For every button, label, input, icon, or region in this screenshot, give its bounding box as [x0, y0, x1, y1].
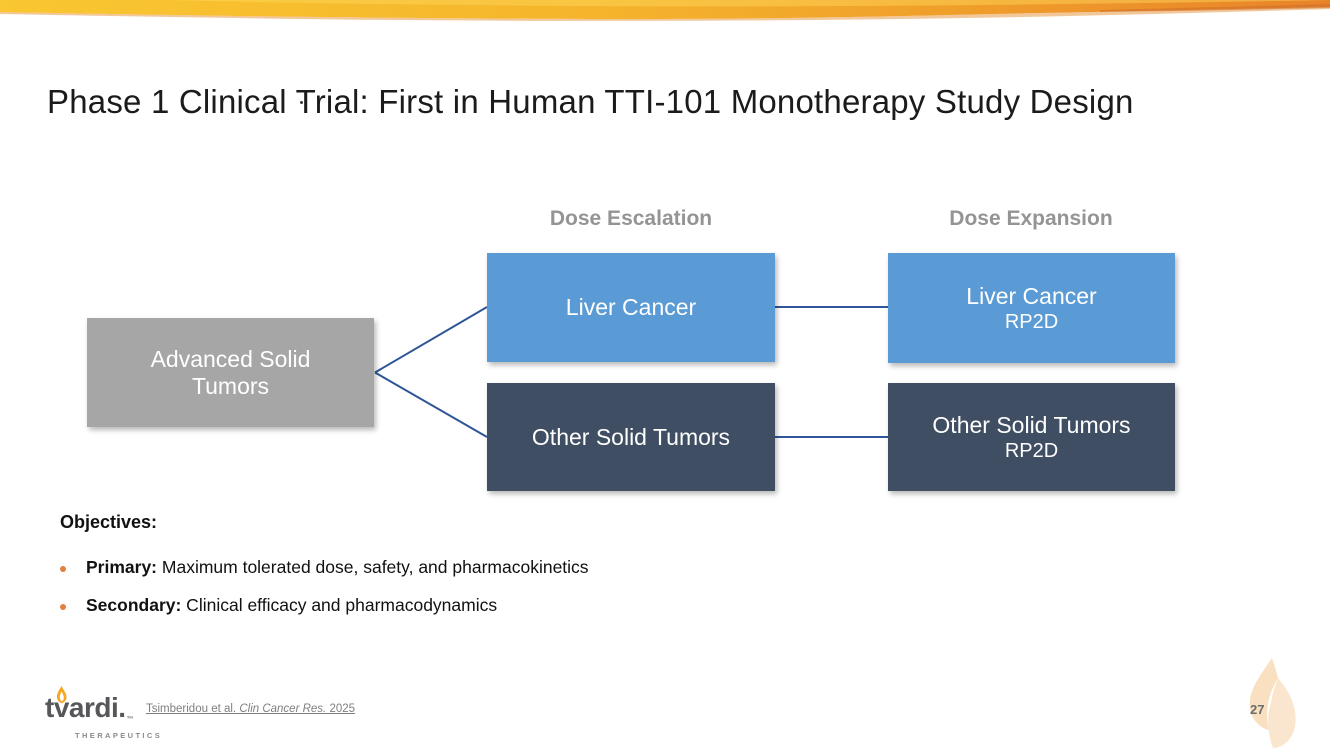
logo-v-text: v: [53, 692, 70, 723]
objective-primary: Primary: Maximum tolerated dose, safety,…: [86, 555, 589, 579]
box-label: Other Solid Tumors: [932, 411, 1131, 438]
citation-year: 2025: [326, 703, 356, 715]
objective-text: Clinical efficacy and pharmacodynamics: [181, 595, 498, 615]
objective-lead: Primary:: [86, 557, 158, 577]
box-label: Liver Cancer: [565, 294, 697, 320]
logo-letter-v: v: [53, 686, 70, 723]
box-sublabel: RP2D: [1004, 310, 1059, 333]
stray-period-mark: [300, 101, 303, 104]
objectives-heading: Objectives:: [60, 512, 158, 532]
logo-letter-t: t: [45, 692, 54, 723]
flame-watermark-icon: [1249, 658, 1296, 748]
box-label: Advanced Solid: [150, 345, 311, 372]
other-solid-tumors-expansion-box: Other Solid Tumors RP2D: [888, 383, 1175, 491]
objective-lead: Secondary:: [86, 595, 182, 615]
page-number: 27: [1250, 702, 1265, 717]
liver-cancer-expansion-box: Liver Cancer RP2D: [888, 253, 1175, 363]
box-label: Other Solid Tumors: [531, 423, 731, 450]
other-solid-tumors-escalation-box: Other Solid Tumors: [487, 383, 775, 491]
trademark-symbol: ™: [126, 716, 134, 723]
logo-subtext: THERAPEUTICS: [75, 731, 163, 740]
slide-title: Phase 1 Clinical Trial: First in Human T…: [47, 83, 1134, 121]
advanced-solid-tumors-box: Advanced Solid Tumors: [87, 318, 374, 427]
bullet-icon: [60, 604, 66, 610]
top-wave-decoration: [0, 0, 1330, 21]
box-label: Tumors: [191, 372, 270, 399]
citation-journal: Clin Cancer Res.: [239, 703, 327, 715]
objective-secondary: Secondary: Clinical efficacy and pharmac…: [86, 593, 497, 617]
bullet-icon: [60, 566, 66, 572]
citation-link[interactable]: Tsimberidou et al. Clin Cancer Res. 2025: [146, 703, 355, 715]
objective-text: Maximum tolerated dose, safety, and phar…: [157, 557, 589, 577]
box-sublabel: RP2D: [1004, 439, 1059, 462]
dose-escalation-header: Dose Escalation: [549, 207, 713, 230]
citation-authors: Tsimberidou et al.: [146, 703, 240, 715]
box-label: Liver Cancer: [966, 282, 1097, 309]
dose-expansion-header: Dose Expansion: [949, 207, 1113, 230]
liver-cancer-escalation-box: Liver Cancer: [487, 253, 775, 362]
logo-flame-icon: [56, 686, 67, 704]
logo-letters-ardi: ardi.: [68, 692, 126, 723]
